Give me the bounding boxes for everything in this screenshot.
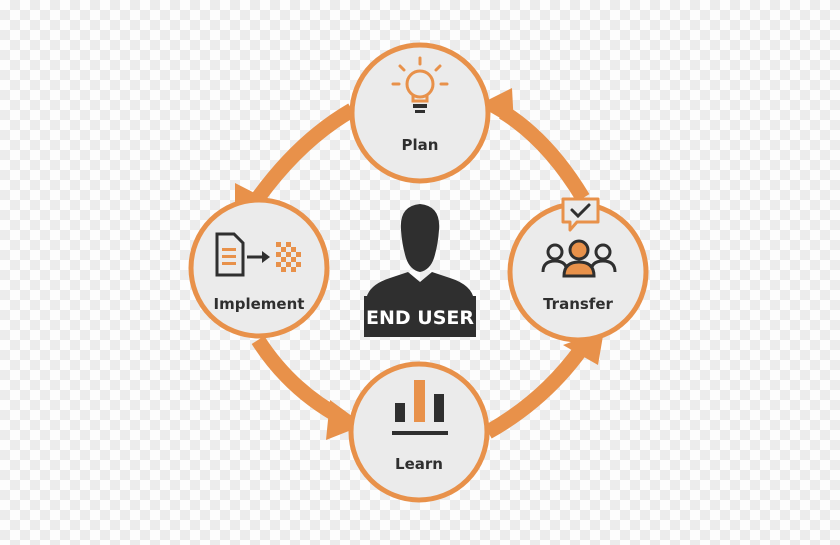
group-people-icon [541, 239, 617, 278]
node-plan-label: Plan [402, 136, 439, 154]
arc-plan-to-implement [251, 103, 356, 203]
document-transform-icon [215, 232, 301, 277]
end-user-label: END USER [366, 307, 474, 329]
bar-chart-icon [392, 380, 448, 435]
arc-learn-to-transfer [484, 343, 589, 439]
end-user-label-box [364, 296, 476, 337]
arc-transfer-to-plan [498, 105, 590, 202]
node-plan: Plan [349, 42, 491, 184]
node-implement-circle [188, 197, 330, 339]
node-implement-label: Implement [214, 295, 305, 313]
lightbulb-icon [391, 56, 449, 113]
node-learn-label: Learn [395, 455, 443, 473]
arrow-head-to-learn [326, 400, 364, 440]
arrow-head-to-plan [478, 88, 514, 126]
center-end-user: END USER [364, 204, 476, 337]
person-silhouette-icon [366, 204, 474, 300]
node-implement: Implement [188, 197, 330, 339]
node-transfer-label: Transfer [543, 295, 613, 313]
node-learn: Learn [348, 361, 490, 503]
speech-check-icon [561, 197, 600, 232]
node-transfer: Transfer [507, 197, 649, 343]
